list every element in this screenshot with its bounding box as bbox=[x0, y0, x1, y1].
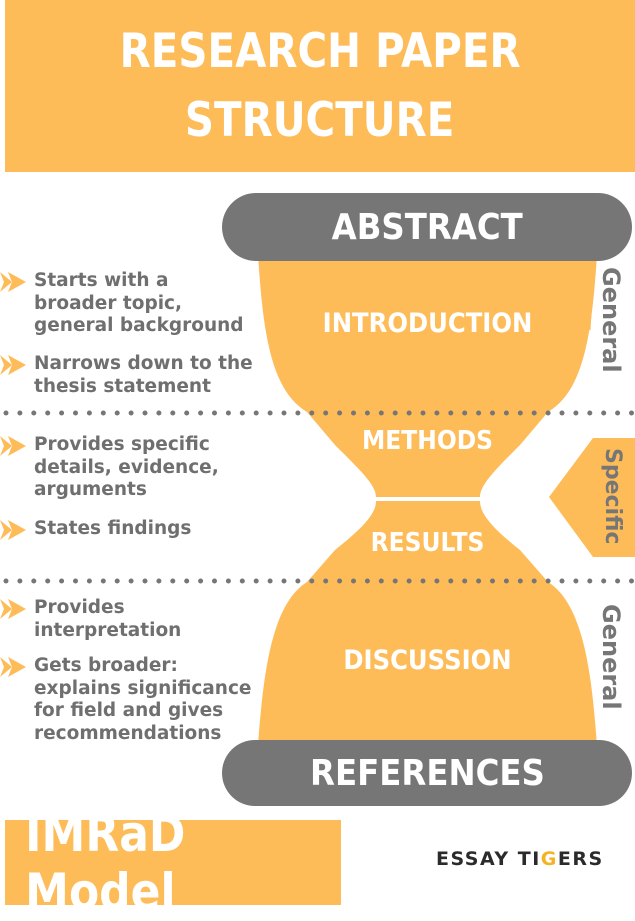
bullet-item: Provides interpretation bbox=[0, 597, 181, 642]
bullet-item: Provides specific details, evidence, arg… bbox=[0, 434, 219, 502]
bullet-item: Starts with a broader topic, general bac… bbox=[0, 270, 244, 338]
essay-tigers-logo: ESSAY TIGERS bbox=[436, 848, 604, 870]
introduction-label: INTRODUCTION bbox=[322, 308, 533, 339]
title-line-2: STRUCTURE bbox=[185, 93, 455, 148]
hourglass-top-shape bbox=[258, 255, 597, 497]
specific-tab-shape bbox=[549, 438, 635, 557]
double-arrow-right-icon bbox=[0, 599, 26, 619]
references-section: REFERENCES bbox=[222, 740, 632, 806]
bullet-item: States findings bbox=[0, 518, 191, 542]
bullet-text: Provides specific details, evidence, arg… bbox=[34, 434, 219, 500]
general-top-label: General bbox=[597, 267, 625, 373]
imrad-model-label: IMRaD Model bbox=[25, 804, 186, 921]
references-label: REFERENCES bbox=[309, 752, 545, 794]
bullet-text: Starts with a broader topic, general bac… bbox=[34, 270, 244, 336]
bullet-item: Gets broader: explains significance for … bbox=[0, 655, 251, 745]
logo-text-part2: ERS bbox=[557, 848, 604, 870]
general-bottom-label: General bbox=[597, 604, 625, 710]
bullet-text: Narrows down to the thesis statement bbox=[34, 353, 253, 397]
bullet-text: Provides interpretation bbox=[34, 597, 182, 641]
double-arrow-right-icon bbox=[0, 657, 26, 677]
title-line-1: RESEARCH PAPER bbox=[119, 24, 521, 79]
bullet-text: Gets broader: explains significance for … bbox=[34, 655, 252, 744]
logo-accent-letter: G bbox=[540, 848, 558, 870]
double-arrow-right-icon bbox=[0, 436, 26, 456]
methods-label: METHODS bbox=[361, 426, 493, 456]
abstract-section: ABSTRACT bbox=[222, 193, 632, 261]
hourglass-bottom-shape bbox=[258, 501, 597, 745]
general-top-marker bbox=[587, 261, 595, 331]
results-label: RESULTS bbox=[370, 528, 485, 558]
bullet-text: States findings bbox=[34, 518, 192, 539]
double-arrow-right-icon bbox=[0, 272, 26, 292]
specific-label: Specific bbox=[600, 448, 625, 545]
title-banner: RESEARCH PAPER STRUCTURE bbox=[5, 0, 635, 172]
logo-text-part1: ESSAY TI bbox=[436, 848, 541, 870]
discussion-label: DISCUSSION bbox=[343, 645, 512, 676]
double-arrow-right-icon bbox=[0, 520, 26, 540]
bullet-item: Narrows down to the thesis statement bbox=[0, 353, 253, 398]
imrad-model-banner: IMRaD Model bbox=[5, 805, 341, 921]
double-arrow-right-icon bbox=[0, 355, 26, 375]
abstract-label: ABSTRACT bbox=[331, 206, 523, 248]
